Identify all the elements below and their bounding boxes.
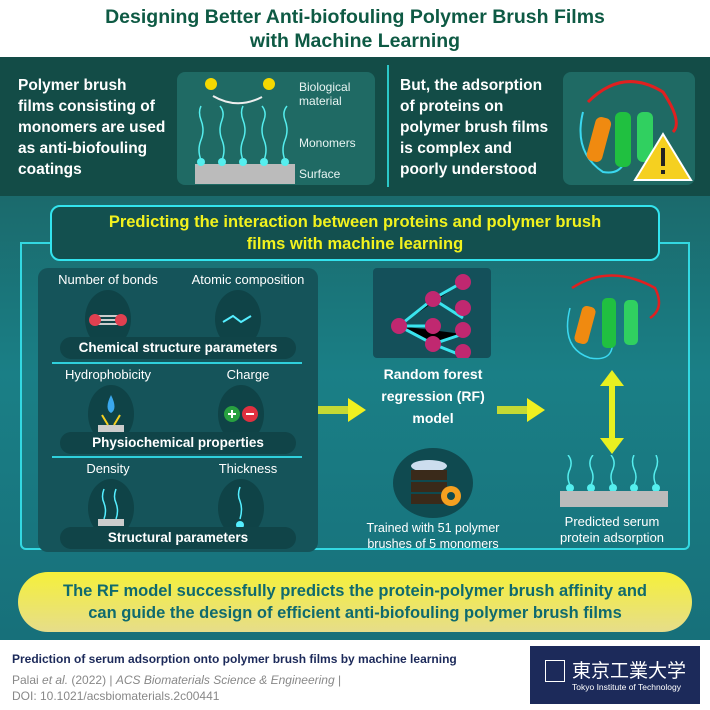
- double-arrow-icon: [600, 370, 624, 454]
- footer: Prediction of serum adsorption onto poly…: [0, 640, 710, 710]
- database-icon: [393, 448, 473, 518]
- random-forest-icon: [373, 268, 491, 360]
- param-charge: Charge: [226, 367, 270, 382]
- page-title: Designing Better Anti-biofouling Polymer…: [0, 0, 710, 57]
- arrow-right-icon: [497, 398, 545, 422]
- paper-title: Prediction of serum adsorption onto poly…: [12, 652, 457, 666]
- doi-link[interactable]: DOI: 10.1021/acsbiomaterials.2c00441: [12, 689, 220, 703]
- conclusion-banner: The RF model successfully predicts the p…: [18, 572, 692, 632]
- protein-image: [563, 72, 695, 185]
- arrow-right-icon: [318, 398, 366, 422]
- label-biological: Biological: [299, 80, 351, 94]
- citation: Palai et al. (2022) | ACS Biomaterials S…: [12, 673, 342, 703]
- logo-emblem-icon: [545, 660, 565, 682]
- university-logo: 東京工業大学 Tokyo Institute of Technology: [530, 646, 700, 704]
- protein-structure-icon: [566, 274, 661, 360]
- group-title-structural: Structural parameters: [60, 527, 296, 549]
- param-number-of-bonds: Number of bonds: [58, 272, 158, 287]
- parameters-panel: [38, 268, 318, 552]
- divider: [387, 65, 389, 187]
- group-title-physiochemical: Physiochemical properties: [60, 432, 296, 454]
- content-frame: [20, 242, 690, 550]
- param-thickness: Thickness: [218, 461, 278, 476]
- group-title-chemical: Chemical structure parameters: [60, 337, 296, 359]
- polymer-brush-surface-icon: [560, 455, 668, 507]
- param-hydrophobicity: Hydrophobicity: [65, 367, 151, 382]
- label-monomers: Monomers: [299, 136, 356, 150]
- section-banner: Predicting the interaction between prote…: [50, 205, 660, 261]
- protein-warning-illustration: [579, 80, 693, 181]
- label-surface: Surface: [299, 167, 341, 181]
- param-atomic-composition: Atomic composition: [191, 272, 305, 287]
- polymer-brush-illustration: [195, 78, 295, 184]
- param-density: Density: [86, 461, 130, 476]
